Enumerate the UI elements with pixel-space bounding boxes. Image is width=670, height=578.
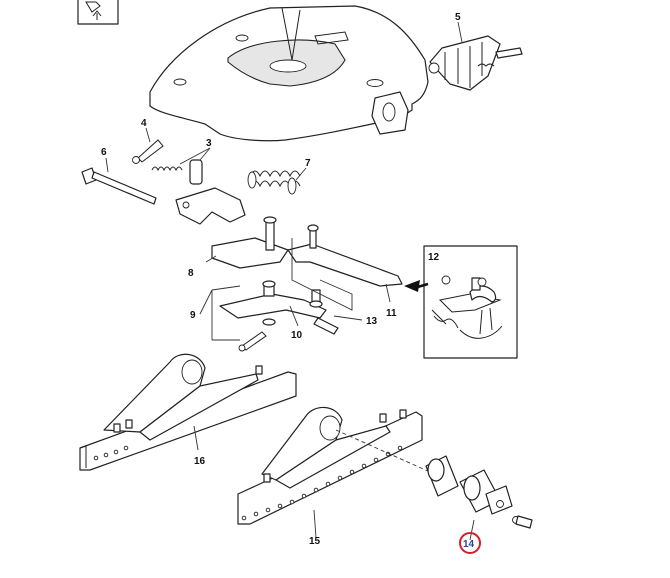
callout-4: 4 bbox=[141, 118, 147, 129]
up-arrow-icon[interactable] bbox=[92, 10, 102, 20]
callout-14[interactable]: 14 bbox=[463, 539, 475, 550]
callout-5: 5 bbox=[455, 12, 461, 23]
highlighted-callout-14[interactable]: 14 bbox=[459, 532, 481, 554]
callout-12: 12 bbox=[428, 252, 440, 263]
nav-box[interactable] bbox=[77, 0, 119, 25]
part-7-spring bbox=[247, 167, 307, 195]
part-4-pin bbox=[132, 127, 164, 164]
callout-7: 7 bbox=[305, 158, 311, 169]
part-15-rail bbox=[237, 406, 423, 539]
callout-16: 16 bbox=[194, 456, 206, 467]
callout-6: 6 bbox=[101, 147, 107, 158]
fifth-wheel-plate bbox=[149, 5, 429, 142]
callout-10: 10 bbox=[291, 330, 303, 341]
part-5-assembly bbox=[428, 21, 523, 91]
part-14-bushing bbox=[335, 429, 533, 541]
callout-15: 15 bbox=[309, 536, 321, 547]
callout-8: 8 bbox=[188, 268, 194, 279]
lever-linkage bbox=[199, 216, 403, 352]
part-6-bolt bbox=[81, 157, 157, 205]
part-12-inset bbox=[404, 245, 518, 359]
part-16-rail bbox=[79, 353, 297, 471]
part-3-latch bbox=[151, 147, 246, 225]
callout-9: 9 bbox=[190, 310, 196, 321]
callout-3: 3 bbox=[206, 138, 212, 149]
callout-11: 11 bbox=[386, 308, 397, 319]
callout-13: 13 bbox=[366, 316, 378, 327]
link-icon[interactable] bbox=[85, 1, 101, 13]
callouts: 5 4 3 6 7 8 9 10 11 12 13 16 15 bbox=[101, 12, 461, 547]
